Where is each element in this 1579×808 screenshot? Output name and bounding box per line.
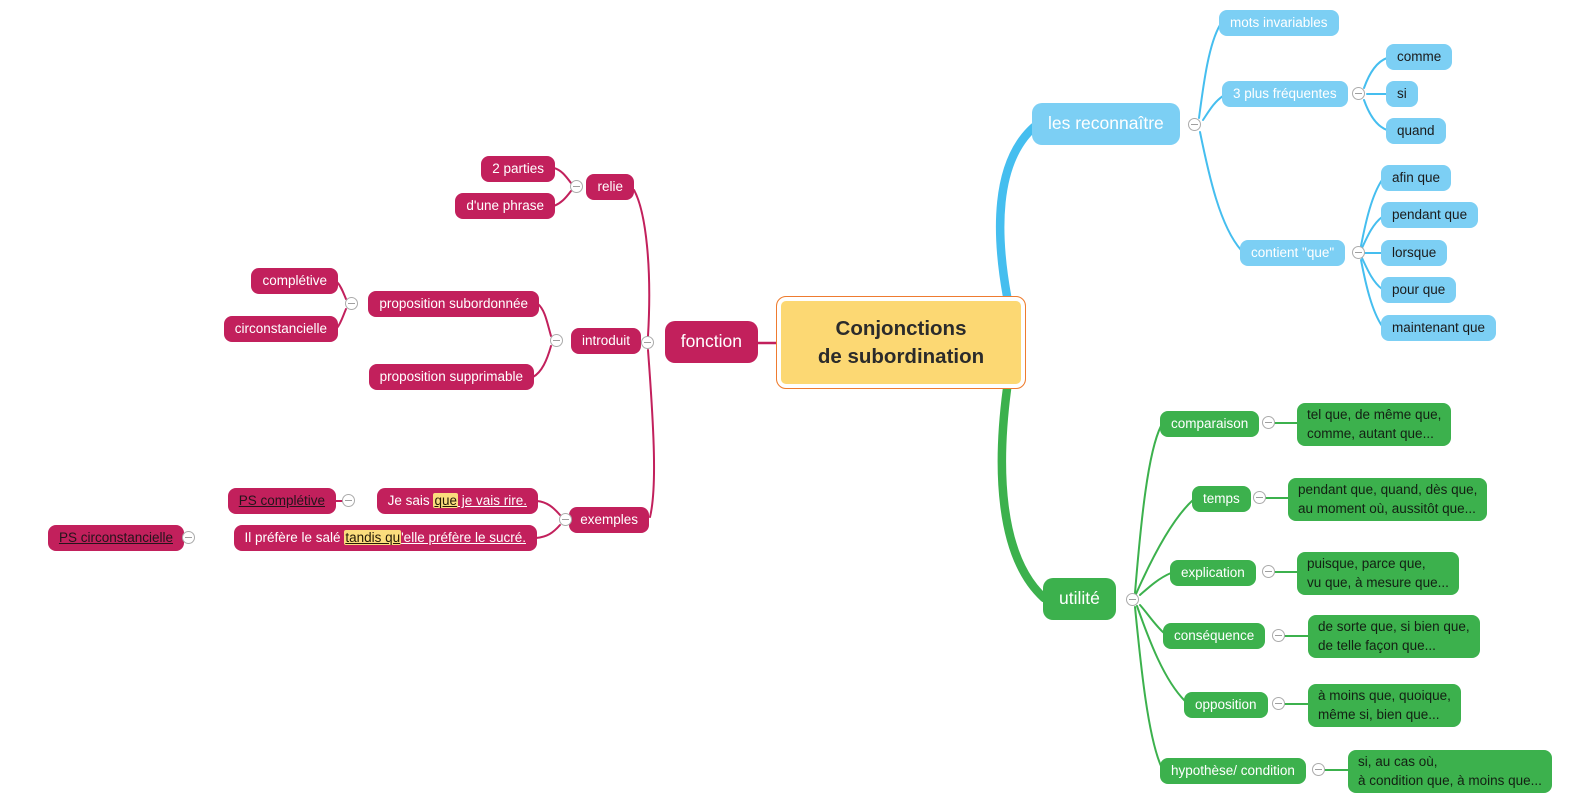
node-mots-invariables[interactable]: mots invariables: [1219, 10, 1339, 37]
node-completive[interactable]: complétive: [251, 268, 338, 295]
sentence-highlight: tandis qu: [344, 530, 402, 545]
node-exemples[interactable]: exemples: [569, 507, 649, 534]
node-temps-exemples[interactable]: pendant que, quand, dès que, au moment o…: [1288, 478, 1488, 522]
node-circonstancielle[interactable]: circonstancielle: [223, 316, 338, 343]
sentence-highlight: que: [433, 493, 458, 508]
node-comparaison[interactable]: comparaison: [1160, 411, 1260, 438]
node-explication-exemples[interactable]: puisque, parce que, vu que, à mesure que…: [1297, 552, 1459, 596]
central-topic[interactable]: Conjonctions de subordination: [776, 296, 1026, 389]
collapse-toggle-icon[interactable]: [1262, 565, 1275, 578]
collapse-toggle-icon[interactable]: [1312, 763, 1325, 776]
collapse-toggle-icon[interactable]: [550, 334, 563, 347]
node-lorsque[interactable]: lorsque: [1381, 240, 1448, 267]
node-introduit[interactable]: introduit: [570, 328, 641, 355]
node-ps-completive[interactable]: PS complétive: [227, 488, 336, 515]
sentence-pre: Je sais: [387, 493, 434, 508]
node-utilite[interactable]: utilité: [1043, 578, 1116, 620]
node-afin-que[interactable]: afin que: [1381, 165, 1452, 192]
node-les-reconnaitre[interactable]: les reconnaître: [1032, 103, 1180, 145]
node-exemple-phrase-circonstancielle[interactable]: Il préfère le salé tandis qu'elle préfèr…: [233, 525, 537, 552]
node-contient-que[interactable]: contient "que": [1240, 240, 1346, 267]
node-exemple-phrase-completive[interactable]: Je sais que je vais rire.: [376, 488, 538, 515]
node-opposition-exemples[interactable]: à moins que, quoique, même si, bien que.…: [1308, 684, 1461, 728]
node-consequence-exemples[interactable]: de sorte que, si bien que, de telle faço…: [1308, 615, 1480, 659]
node-proposition-supprimable[interactable]: proposition supprimable: [368, 364, 534, 391]
blue-edges: [995, 24, 1388, 327]
node-proposition-subordonnee[interactable]: proposition subordonnée: [368, 291, 539, 318]
node-hypothese-condition[interactable]: hypothèse/ condition: [1160, 758, 1306, 785]
collapse-toggle-icon[interactable]: [345, 297, 358, 310]
sentence-pre: Il préfère le salé: [244, 530, 345, 545]
node-consequence[interactable]: conséquence: [1163, 623, 1266, 650]
node-explication[interactable]: explication: [1170, 560, 1256, 587]
collapse-toggle-icon[interactable]: [1126, 593, 1139, 606]
green-edges: [997, 384, 1349, 771]
collapse-toggle-icon[interactable]: [1272, 697, 1285, 710]
node-hypothese-exemples[interactable]: si, au cas où, à condition que, à moins …: [1348, 750, 1552, 794]
collapse-toggle-icon[interactable]: [342, 494, 355, 507]
node-3-plus-frequentes[interactable]: 3 plus fréquentes: [1222, 81, 1348, 108]
sentence-post: je vais rire.: [457, 493, 527, 508]
collapse-toggle-icon[interactable]: [182, 531, 195, 544]
node-temps[interactable]: temps: [1192, 486, 1251, 513]
node-2-parties[interactable]: 2 parties: [481, 156, 555, 183]
node-fonction[interactable]: fonction: [664, 321, 758, 363]
node-ps-circonstancielle[interactable]: PS circonstancielle: [47, 525, 184, 552]
collapse-toggle-icon[interactable]: [1262, 416, 1275, 429]
node-pendant-que[interactable]: pendant que: [1381, 202, 1479, 229]
sentence-post: 'elle préfère le sucré.: [401, 530, 526, 545]
node-maintenant-que[interactable]: maintenant que: [1381, 315, 1497, 342]
node-comparaison-exemples[interactable]: tel que, de même que, comme, autant que.…: [1297, 403, 1452, 447]
node-comme[interactable]: comme: [1386, 44, 1453, 71]
node-relie[interactable]: relie: [586, 174, 634, 201]
collapse-toggle-icon[interactable]: [570, 180, 583, 193]
collapse-toggle-icon[interactable]: [1253, 491, 1266, 504]
node-dune-phrase[interactable]: d'une phrase: [455, 193, 555, 220]
collapse-toggle-icon[interactable]: [1272, 629, 1285, 642]
node-opposition[interactable]: opposition: [1184, 692, 1268, 719]
node-pour-que[interactable]: pour que: [1381, 277, 1457, 304]
collapse-toggle-icon[interactable]: [1352, 246, 1365, 259]
collapse-toggle-icon[interactable]: [1188, 118, 1201, 131]
collapse-toggle-icon[interactable]: [641, 336, 654, 349]
collapse-toggle-icon[interactable]: [1352, 87, 1365, 100]
node-quand[interactable]: quand: [1386, 118, 1446, 145]
collapse-toggle-icon[interactable]: [559, 513, 572, 526]
node-si[interactable]: si: [1386, 81, 1418, 108]
